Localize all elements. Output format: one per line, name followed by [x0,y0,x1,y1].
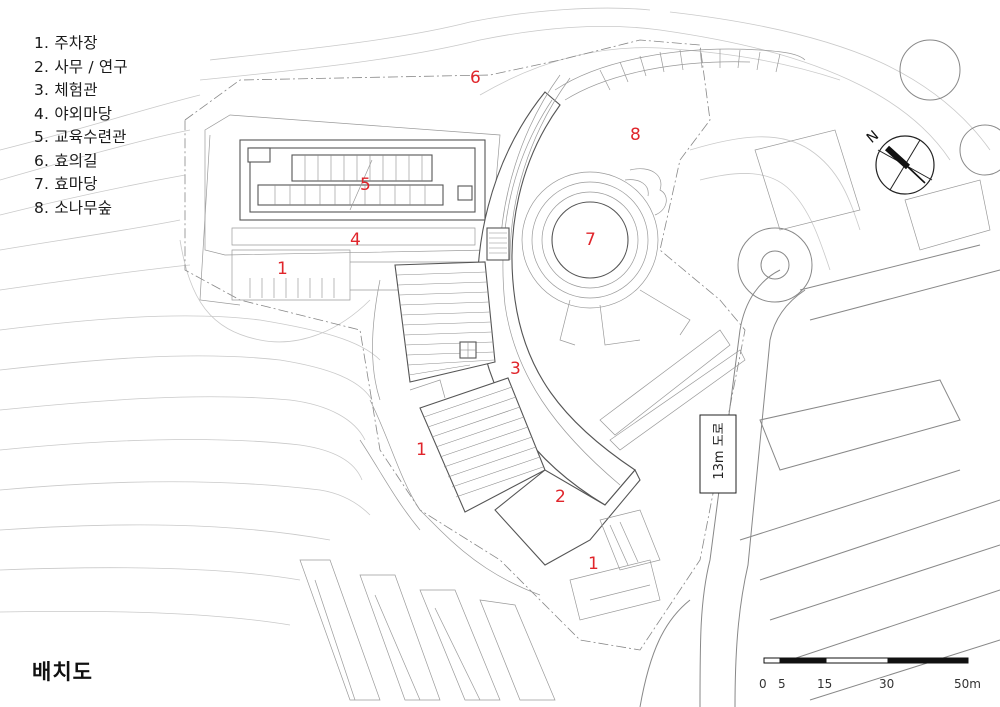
zone-label-1c: 1 [588,554,599,574]
east-parking [569,509,661,621]
legend-item-education-hall: 5. 교육수련관 [34,128,127,146]
zone-label-3: 3 [510,359,521,379]
scale-bar [763,657,969,664]
zone-label-8: 8 [630,125,641,145]
roads [639,39,1000,707]
south-parking [299,559,556,701]
road-label-box [699,414,737,494]
scale-tick-5: 5 [778,677,786,691]
zone-label-4: 4 [350,230,361,250]
road-label: 13m 도로 [712,422,727,480]
site-boundary [184,39,746,651]
north-arc-steps [554,48,806,101]
scale-tick-15: 15 [817,677,832,691]
legend-list: 1. 주차장 2. 사무 / 연구 3. 체험관 4. 야외마당 5. 교육수련… [34,32,128,220]
legend-item-experience-hall: 3. 체험관 [34,81,98,99]
zone-labels: 1 1 1 2 3 4 5 6 7 8 [277,68,641,574]
zone-label-6: 6 [470,68,481,88]
north-label: N [864,128,882,147]
office-block [494,469,641,566]
scale-tick-0: 0 [759,677,767,691]
legend-item-hyo-yard: 7. 효마당 [34,175,98,193]
legend-item-hyo-path: 6. 효의길 [34,151,98,170]
zone-label-7: 7 [585,230,596,250]
diagram-title: 배치도 [32,660,93,684]
zone-label-5: 5 [360,175,371,195]
exhibition-block-b [409,377,546,513]
hyo-madang-plaza [521,168,746,451]
scale-tick-50m: 50m [954,677,981,691]
scale-tick-30: 30 [879,677,894,691]
north-arrow [875,135,935,195]
zone-label-1a: 1 [277,259,288,279]
legend-item-parking: 1. 주차장 [34,34,98,52]
legend-item-office: 2. 사무 / 연구 [34,57,128,76]
zone-label-1b: 1 [416,440,427,460]
exhibition-block-a [394,261,496,383]
west-terraces [199,134,541,596]
legend-item-pine-forest: 8. 소나무숲 [34,198,113,217]
education-building [204,114,501,301]
contour-lines [0,7,991,626]
legend-item-outdoor-yard: 4. 야외마당 [34,104,113,123]
zone-label-2: 2 [555,487,566,507]
